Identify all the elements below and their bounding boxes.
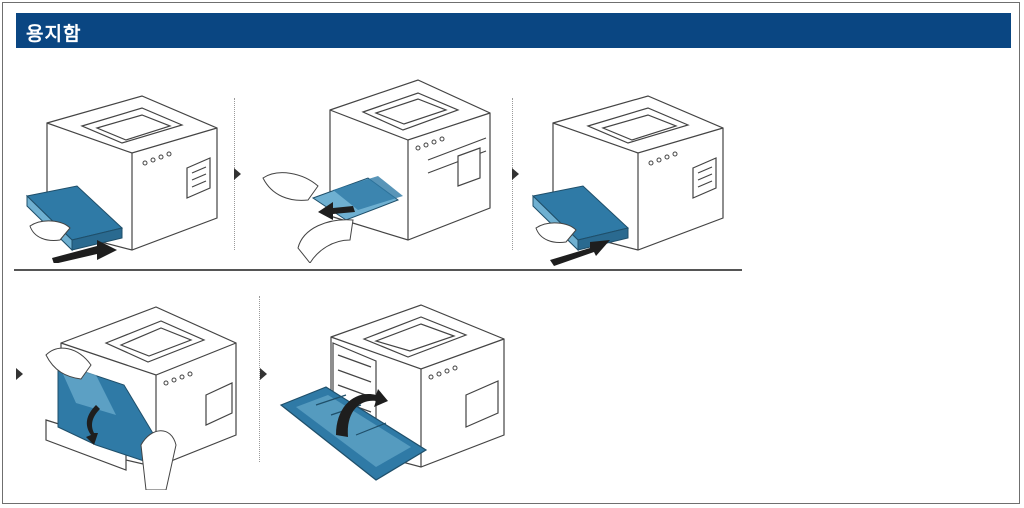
step-3-illustration (528, 78, 733, 268)
remove-jammed-paper-icon (262, 79, 491, 263)
close-front-cover-icon (279, 304, 505, 481)
section-header: 용지함 (16, 13, 1011, 48)
pull-paper-from-inside-icon (45, 306, 237, 490)
step-1-illustration (22, 78, 227, 263)
step-separator (259, 296, 260, 462)
next-step-arrow-icon (16, 368, 23, 380)
next-step-arrow-icon (260, 368, 267, 380)
next-step-arrow-icon (234, 168, 241, 180)
step-4-illustration (36, 295, 246, 490)
step-5-illustration (276, 295, 516, 490)
step-2-illustration (258, 68, 498, 263)
section-title: 용지함 (26, 23, 82, 45)
row-divider (14, 269, 742, 271)
push-in-tray-icon (531, 95, 724, 266)
next-step-arrow-icon (512, 168, 519, 180)
pull-out-tray-icon (25, 95, 218, 263)
